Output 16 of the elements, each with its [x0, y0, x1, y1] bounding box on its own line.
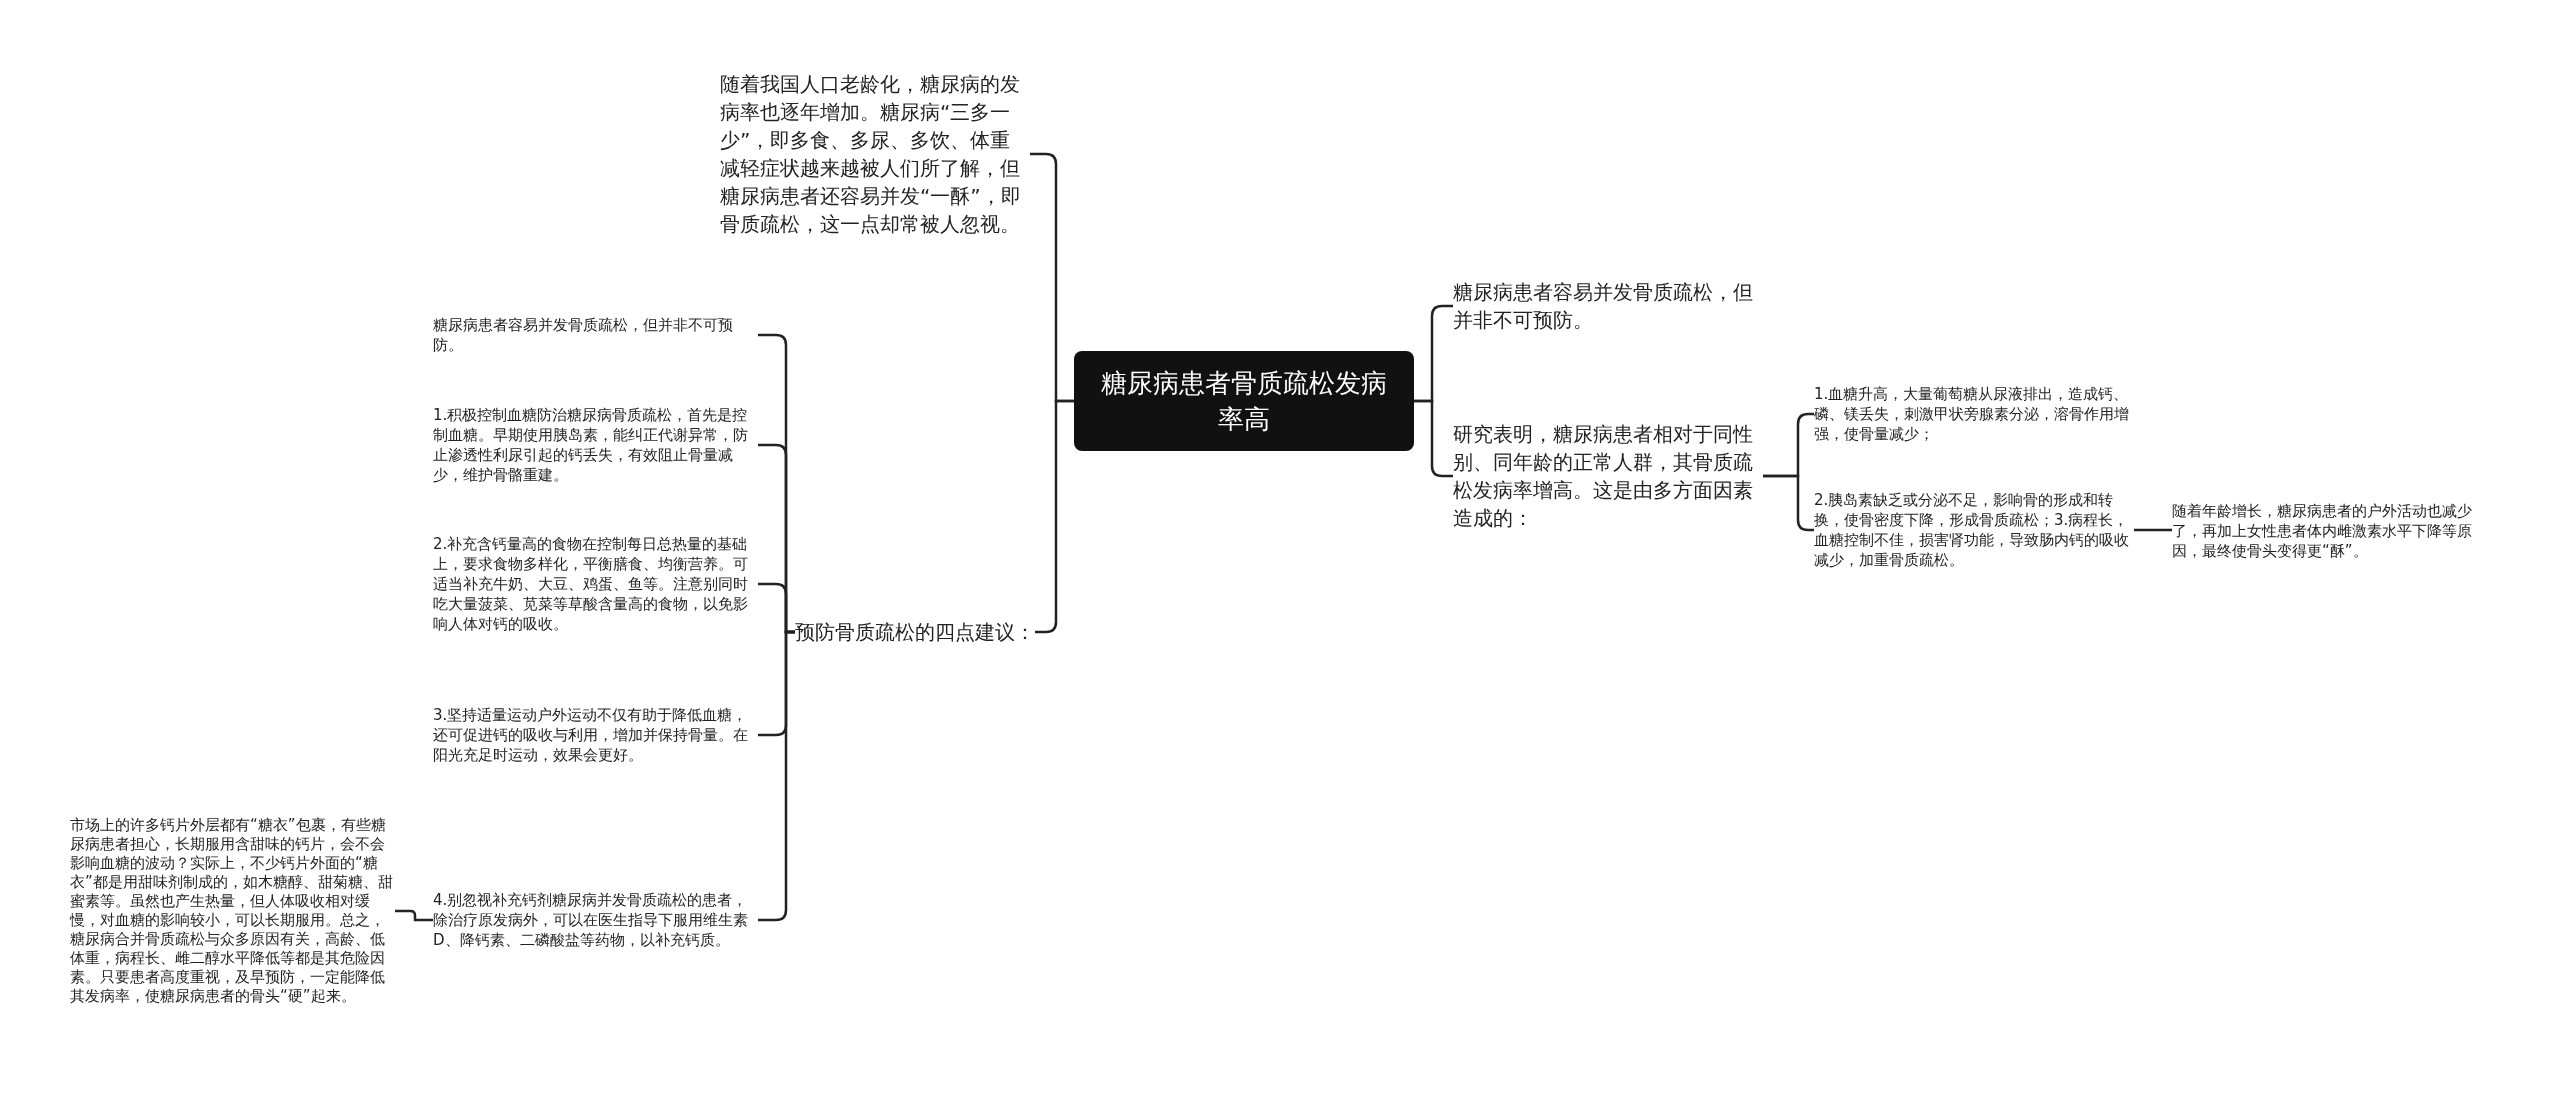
topic-text: 糖尿病患者容易并发骨质疏松，但并非不可预防。: [433, 315, 758, 355]
topic-text: 预防骨质疏松的四点建议：: [795, 618, 1035, 646]
topic-text: 2.补充含钙量高的食物在控制每日总热量的基础上，要求食物多样化，平衡膳食、均衡营养。可适当补充牛奶、大豆、鸡蛋、鱼等。注意别同时吃大量菠菜、苋菜等草酸含量高的食物，以免影响人体对钙的吸收。: [433, 534, 758, 634]
topic-text: 3.坚持适量运动户外运动不仅有助于降低血糖，还可促进钙的吸收与利用，增加并保持骨量。在阳光充足时运动，效果会更好。: [433, 705, 758, 765]
topic-text: 1.积极控制血糖防治糖尿病骨质疏松，首先是控制血糖。早期使用胰岛素，能纠正代谢异常，防止渗透性利尿引起的钙丢失，有效阻止骨量减少，维护骨骼重建。: [433, 405, 758, 485]
topic-text: 研究表明，糖尿病患者相对于同性别、同年龄的正常人群，其骨质疏松发病率增高。这是由多方面因素造成的：: [1453, 420, 1763, 532]
root-topic-box: 糖尿病患者骨质疏松发病率高: [1074, 351, 1414, 451]
topic-text: 随着年龄增长，糖尿病患者的户外活动也减少了，再加上女性患者体内雌激素水平下降等原因，最终使骨头变得更“酥”。: [2172, 501, 2497, 561]
topic-text: 2.胰岛素缺乏或分泌不足，影响骨的形成和转换，使骨密度下降，形成骨质疏松；3.病程长，血糖控制不佳，损害肾功能，导致肠内钙的吸收减少，加重骨质疏松。: [1814, 490, 2134, 570]
topic-text: 1.血糖升高，大量葡萄糖从尿液排出，造成钙、磷、镁丢失，刺激甲状旁腺素分泌，溶骨作用增强，使骨量减少；: [1814, 384, 2134, 444]
connector-line: [395, 909, 433, 922]
connector-line: [2134, 528, 2172, 532]
topic-text: 糖尿病患者容易并发骨质疏松，但并非不可预防。: [1453, 278, 1763, 334]
topic-text: 市场上的许多钙片外层都有“糖衣”包裹，有些糖尿病患者担心，长期服用含甜味的钙片，会不会影响血糖的波动？实际上，不少钙片外面的“糖衣”都是用甜味剂制成的，如木糖醇、甜菊糖、甜蜜素等。虽然也产生热量，但人体吸收相对缓慢，对血糖的影响较小，可以长期服用。总之，糖尿病合并骨质疏松与众多原因有关，高龄、低体重，病程长、雌二醇水平降低等都是其危险因素。只要患者高度重视，及早预防，一定能降低其发病率，使糖尿病患者的骨头“硬”起来。: [70, 816, 395, 1006]
topic-text: 随着我国人口老龄化，糖尿病的发病率也逐年增加。糖尿病“三多一少”，即多食、多尿、多饮、体重减轻症状越来越被人们所了解，但糖尿病患者还容易并发“一酥”，即骨质疏松，这一点却常被人忽视。: [720, 70, 1030, 238]
topic-text: 4.别忽视补充钙剂糖尿病并发骨质疏松的患者，除治疗原发病外，可以在医生指导下服用维生素D、降钙素、二磷酸盐等药物，以补充钙质。: [433, 890, 758, 950]
